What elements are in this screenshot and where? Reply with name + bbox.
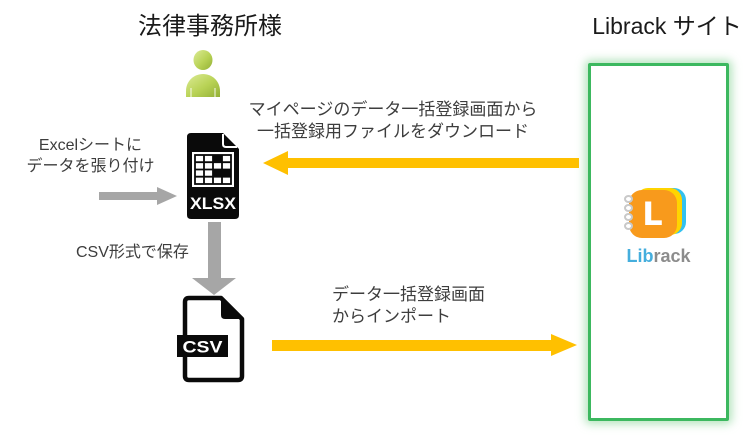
law-firm-title: 法律事務所様 [138, 13, 282, 40]
logo-orange-layer: L [628, 190, 677, 238]
binder-ring [623, 195, 633, 203]
import-step-line2: からインポート [332, 307, 451, 326]
download-arrow-head [263, 151, 288, 175]
import-step-line1: データ一括登録画面 [332, 285, 485, 304]
download-step-label: マイページのデータ一括登録画面から 一括登録用ファイルをダウンロード [228, 99, 558, 143]
paste-step-label: Excelシートに データを張り付け [8, 135, 173, 177]
wordmark-prefix: Lib [626, 246, 654, 266]
save-csv-arrow-shaft [207, 222, 221, 278]
paste-arrow-shaft [99, 192, 157, 200]
save-csv-arrow-head [192, 278, 236, 295]
librack-wordmark: Librack [623, 246, 695, 267]
librack-logo: L Librack [623, 188, 695, 267]
xlsx-file-icon: XLSX [183, 131, 243, 226]
paste-step-line1: Excelシートに [38, 137, 143, 154]
binder-ring [623, 204, 633, 212]
xlsx-label: XLSX [190, 194, 237, 213]
import-step-label: データ一括登録画面 からインポート [332, 284, 485, 328]
wordmark-suffix: rack [653, 246, 691, 266]
import-arrow-head [551, 334, 577, 356]
logo-letter: L [642, 195, 663, 233]
binder-ring [623, 222, 633, 230]
librack-site-title: Librack サイト [592, 13, 742, 39]
paste-arrow-head [157, 187, 177, 205]
binder-rings-icon [623, 195, 633, 230]
csv-label: CSV [183, 338, 224, 357]
csv-file-icon: CSV [176, 294, 252, 389]
save-csv-arrow [192, 222, 236, 295]
save-step-label: CSV形式で保存 [76, 244, 189, 261]
paste-arrow [99, 187, 177, 205]
download-arrow-shaft [288, 158, 579, 168]
librack-site-box: L Librack [588, 63, 729, 421]
download-step-line1: マイページのデータ一括登録画面から [248, 100, 538, 119]
download-arrow [263, 151, 579, 175]
import-arrow-shaft [272, 339, 551, 351]
person-icon [182, 49, 224, 104]
librack-logo-stack: L [623, 188, 689, 240]
paste-step-line2: データを張り付け [26, 158, 155, 175]
import-arrow [272, 333, 577, 357]
binder-ring [623, 213, 633, 221]
download-step-line2: 一括登録用ファイルをダウンロード [257, 122, 529, 141]
